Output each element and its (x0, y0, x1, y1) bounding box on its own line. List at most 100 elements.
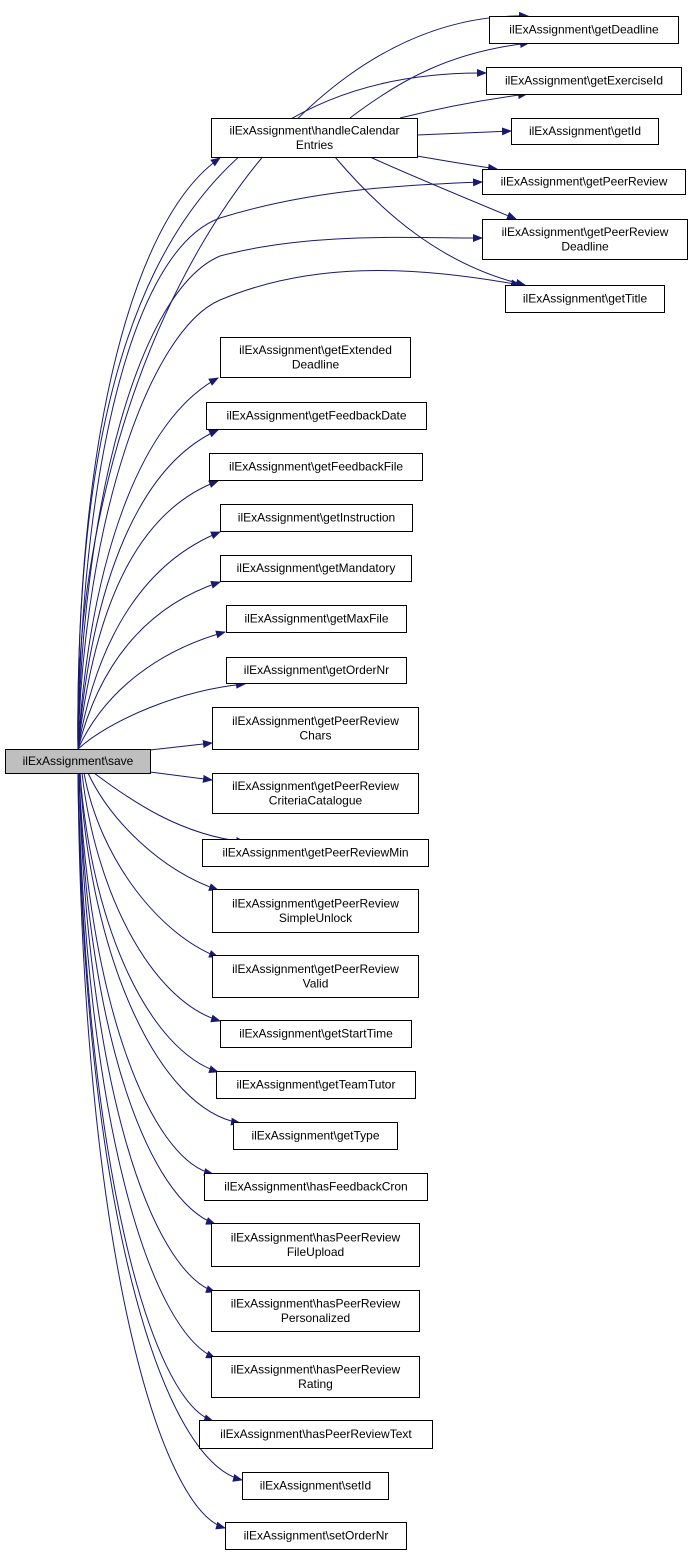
edge-save-to-getTitle (77, 270, 521, 750)
node-box (211, 118, 418, 158)
edge-save-to-getDeadline (77, 11, 529, 750)
node-box (233, 1122, 398, 1150)
node-getFeedbackDate[interactable]: ilExAssignment\getFeedbackDate (206, 402, 427, 430)
edge-handleCalendarEntries-to-getId (416, 127, 512, 136)
node-getFeedbackFile[interactable]: ilExAssignment\getFeedbackFile (209, 453, 423, 481)
node-save[interactable]: ilExAssignment\save (5, 749, 151, 774)
edge-save-to-hasPeerReviewRating (77, 772, 216, 1359)
node-label: ilExAssignment\getOrderNr (244, 663, 389, 677)
edge-save-to-getMaxFile (77, 630, 226, 750)
edge-save-to-setId (77, 772, 243, 1482)
edge-save-to-getPeerReview (77, 178, 483, 750)
node-label: ilExAssignment\getMaxFile (244, 612, 388, 626)
edge-save-to-hasPeerReviewText (77, 772, 214, 1422)
node-getType[interactable]: ilExAssignment\getType (233, 1122, 398, 1150)
node-label: ilExAssignment\getFeedbackDate (226, 409, 406, 423)
node-box (216, 1071, 416, 1099)
node-box (486, 67, 682, 95)
node-label: Entries (296, 138, 333, 152)
edge-handleCalendarEntries-to-getTitle (334, 156, 526, 287)
node-getId[interactable]: ilExAssignment\getId (511, 118, 659, 145)
edge-save-to-setOrderNr (77, 772, 226, 1530)
nodes: ilExAssignment\save ilExAssignment\handle… (5, 16, 688, 1550)
edge-save-to-getExtendedDeadline (77, 377, 219, 750)
node-getTitle[interactable]: ilExAssignment\getTitle (505, 285, 665, 313)
node-setOrderNr[interactable]: ilExAssignment\setOrderNr (225, 1522, 407, 1550)
node-label: ilExAssignment\getInstruction (238, 511, 395, 525)
node-label: ilExAssignment\hasFeedbackCron (224, 1180, 407, 1194)
node-getMandatory[interactable]: ilExAssignment\getMandatory (220, 555, 412, 582)
node-label: ilExAssignment\hasPeerReview (231, 1296, 401, 1310)
edge-save-to-getPeerReviewValid (83, 772, 219, 958)
node-label: ilExAssignment\getTitle (523, 292, 648, 306)
node-label: ilExAssignment\getMandatory (237, 561, 396, 575)
edge-handleCalendarEntries-to-getPeerReviewDeadline (369, 156, 517, 220)
node-label: ilExAssignment\getPeerReview (501, 175, 668, 189)
edges (77, 11, 530, 1530)
node-label: ilExAssignment\getDeadline (509, 23, 659, 37)
node-box (505, 285, 665, 313)
node-getMaxFile[interactable]: ilExAssignment\getMaxFile (226, 605, 407, 633)
edge-save-to-getTeamTutor (79, 772, 219, 1074)
node-label: ilExAssignment\getPeerReview (232, 714, 399, 728)
node-label: ilExAssignment\hasPeerReview (231, 1362, 401, 1376)
edge-handleCalendarEntries-to-getDeadline (349, 40, 530, 119)
node-getStartTime[interactable]: ilExAssignment\getStartTime (220, 1020, 412, 1048)
edge-save-to-getType (79, 772, 241, 1126)
edge-handleCalendarEntries-to-getExerciseId (399, 91, 528, 119)
node-label: ilExAssignment\getExerciseId (505, 74, 663, 88)
edge-save-to-getFeedbackFile (77, 480, 219, 750)
node-getPeerReview[interactable]: ilExAssignment\getPeerReview (482, 169, 686, 195)
node-label: ilExAssignment\getStartTime (239, 1027, 393, 1041)
node-label: ilExAssignment\setOrderNr (244, 1529, 389, 1543)
node-hasPeerReviewText[interactable]: ilExAssignment\hasPeerReviewText (199, 1420, 433, 1449)
node-label: ilExAssignment\getFeedbackFile (229, 460, 403, 474)
node-box (211, 1356, 420, 1398)
node-label: Chars (299, 728, 331, 742)
edge-save-to-getFeedbackDate (77, 429, 219, 750)
node-box (220, 504, 413, 532)
node-box (220, 1020, 412, 1048)
edge-save-to-getPeerReviewCriteriaCatalogue (149, 771, 213, 783)
node-getDeadline[interactable]: ilExAssignment\getDeadline (489, 16, 679, 44)
node-box (225, 1522, 407, 1550)
node-getPeerReviewMin[interactable]: ilExAssignment\getPeerReviewMin (202, 839, 429, 867)
node-label: ilExAssignment\hasPeerReview (231, 1230, 401, 1244)
node-getTeamTutor[interactable]: ilExAssignment\getTeamTutor (216, 1071, 416, 1099)
node-box (511, 118, 659, 145)
edge-save-to-getOrderNr (77, 680, 246, 750)
node-label: ilExAssignment\handleCalendar (229, 123, 399, 137)
edge-save-to-getPeerReviewDeadline (77, 233, 483, 750)
node-box (212, 889, 419, 933)
node-box (211, 1223, 420, 1267)
node-label: ilExAssignment\save (23, 754, 134, 768)
edge-save-to-hasPeerReviewFileUpload (78, 772, 216, 1225)
edge-save-to-handleCalendarEntries (77, 157, 221, 750)
node-box (220, 555, 412, 582)
node-label: CriteriaCatalogue (269, 793, 363, 807)
node-box (226, 605, 407, 633)
node-getOrderNr[interactable]: ilExAssignment\getOrderNr (226, 657, 407, 684)
node-getPeerReviewCriteriaCatalogue[interactable]: ilExAssignment\getPeerReviewCriteriaCata… (212, 773, 419, 814)
node-setId[interactable]: ilExAssignment\setId (242, 1472, 389, 1500)
node-box (5, 749, 151, 774)
edge-save-to-getStartTime (81, 772, 221, 1023)
node-label: ilExAssignment\getPeerReview (232, 896, 399, 910)
node-getExerciseId[interactable]: ilExAssignment\getExerciseId (486, 67, 682, 95)
node-getInstruction[interactable]: ilExAssignment\getInstruction (220, 504, 413, 532)
node-box (202, 839, 429, 867)
edge-save-to-getPeerReviewSimpleUnlock (87, 772, 219, 891)
node-hasFeedbackCron[interactable]: ilExAssignment\hasFeedbackCron (204, 1173, 428, 1201)
node-box (206, 402, 427, 430)
node-label: Personalized (281, 1311, 350, 1325)
node-label: ilExAssignment\getType (251, 1129, 379, 1143)
